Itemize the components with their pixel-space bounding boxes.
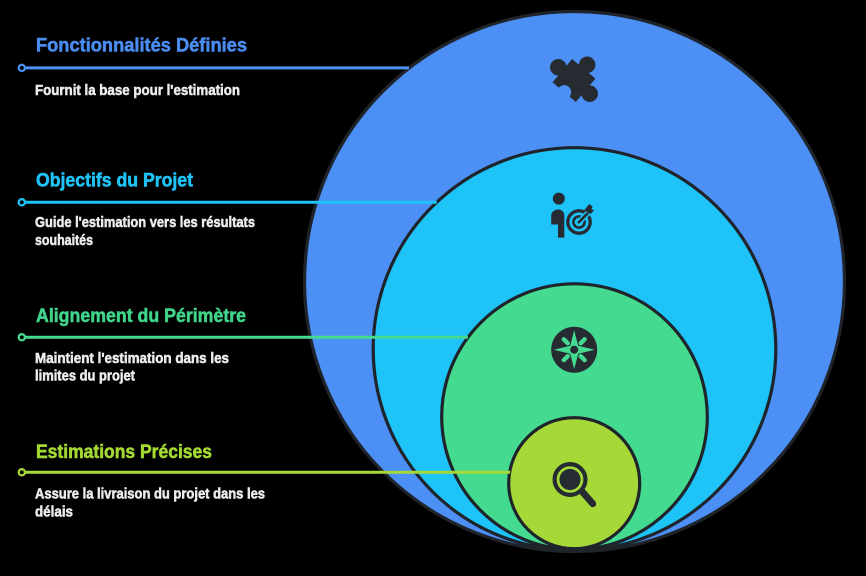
svg-text:Estimations Précises: Estimations Précises [36,442,212,463]
svg-text:Alignement du Périmètre: Alignement du Périmètre [36,306,246,327]
svg-text:souhaités: souhaités [35,232,93,249]
svg-text:Fournit la base pour l'estimat: Fournit la base pour l'estimation [35,82,240,99]
svg-text:délais: délais [35,503,73,520]
svg-text:Objectifs du Projet: Objectifs du Projet [36,170,194,191]
svg-text:Guide l'estimation vers les ré: Guide l'estimation vers les résultats [35,214,255,231]
svg-text:Fonctionnalités Définies: Fonctionnalités Définies [36,36,247,57]
svg-text:limites du projet: limites du projet [35,368,135,385]
svg-text:Maintient l'estimation dans le: Maintient l'estimation dans les [35,350,229,367]
svg-text:Assure la livraison du projet: Assure la livraison du projet dans les [35,486,265,503]
